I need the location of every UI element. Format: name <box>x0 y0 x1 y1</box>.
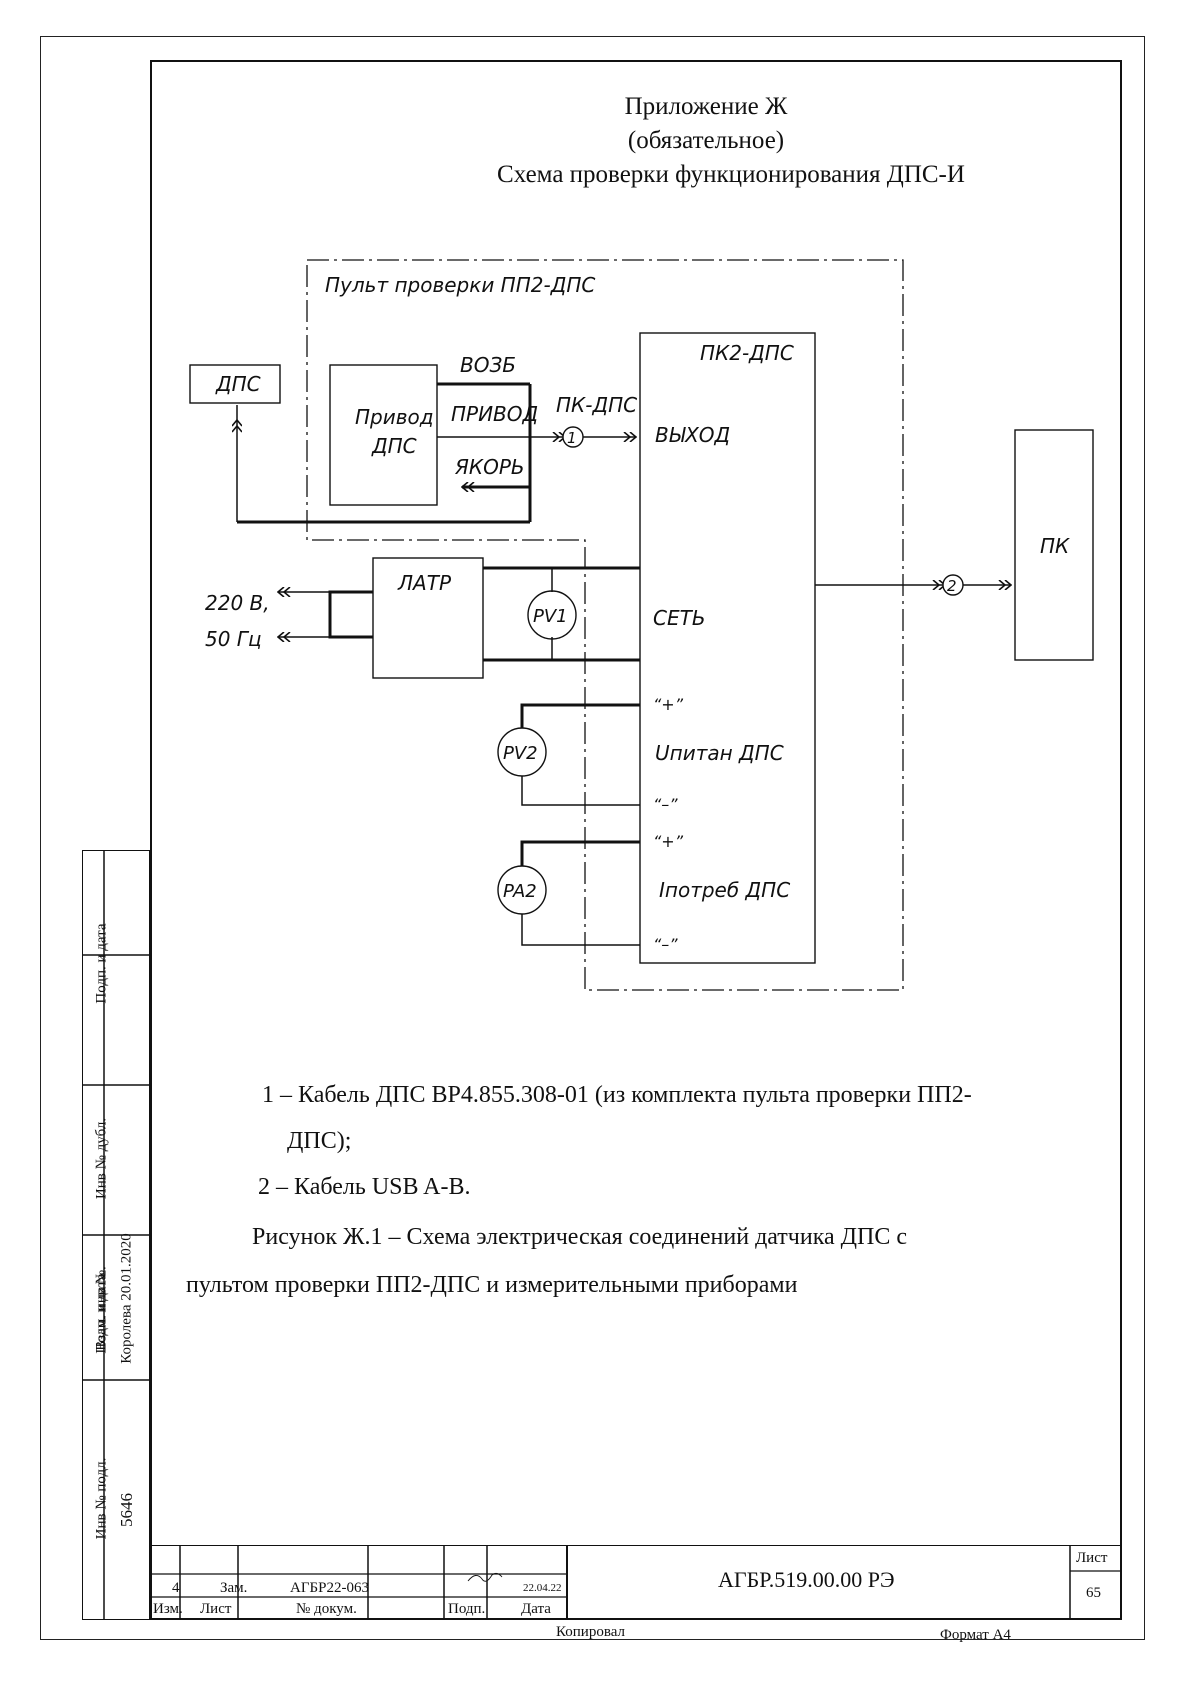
plus1-label: “+” <box>653 695 684 714</box>
outer-frame <box>40 36 1145 1640</box>
drive-box <box>329 364 438 506</box>
drive-label-1: Привод <box>355 405 434 429</box>
side-podp-data-2: Подп. и дата <box>93 1273 110 1354</box>
privod-label: ПРИВОД <box>451 402 538 426</box>
vozb-label: ВОЗБ <box>460 353 516 377</box>
pv1-meter <box>527 590 577 640</box>
cable2-number: 2 <box>947 577 957 595</box>
upitan-label: Uпитан ДПС <box>655 741 784 765</box>
wiring-diagram: Пульт проверки ПП2-ДПС ДПС Привод ДПС ВО… <box>189 259 1094 991</box>
pa2-label: PA2 <box>503 881 537 902</box>
minus1-label: “–” <box>653 795 678 814</box>
legend-item-1-line2: ДПС); <box>287 1128 352 1154</box>
side-inv-podl: Инв № подл. <box>93 1457 110 1540</box>
vyhod-label: ВЫХОД <box>655 423 730 447</box>
legend-item-1: 1 – Кабель ДПС ВР4.855.308-01 (из компле… <box>262 1080 1122 1156</box>
cable2-marker <box>942 574 964 596</box>
pv2-meter <box>497 727 547 777</box>
mains-label-1: 220 В, <box>205 591 270 615</box>
side-signature-note: Королева 20.01.2020 <box>118 1233 135 1364</box>
footer-format: Формат А4 <box>940 1627 1011 1643</box>
set-label: СЕТЬ <box>653 606 706 630</box>
pv2-label: PV2 <box>503 743 538 764</box>
tb-sheet-number: 65 <box>1086 1585 1101 1601</box>
pv1-label: PV1 <box>533 606 568 627</box>
yakor-label: ЯКОРЬ <box>454 455 525 479</box>
tb-col-list: Лист <box>200 1601 232 1617</box>
legend-item-2: 2 – Кабель USB A-B. <box>258 1174 471 1200</box>
console-label: Пульт проверки ПП2-ДПС <box>325 273 595 297</box>
side-stamp: Подп. и дата Инв № дубл. Взам. инв №. По… <box>82 850 150 1620</box>
ipotreb-label: Iпотреб ДПС <box>659 878 790 902</box>
pk-dps-label: ПК-ДПС <box>556 393 637 417</box>
cable1-marker <box>562 426 584 448</box>
appendix-status: (обязательное) <box>627 127 785 154</box>
pa2-meter <box>497 865 547 915</box>
mains-label-2: 50 Гц <box>205 627 262 651</box>
pk-label: ПК <box>1040 534 1070 558</box>
appendix-title: Приложение Ж <box>624 93 788 120</box>
footer-copied: Копировал <box>556 1624 625 1640</box>
tb-rev: 4 <box>172 1580 180 1596</box>
tb-sheet-label: Лист <box>1076 1550 1108 1566</box>
tb-date: 22.04.22 <box>523 1582 562 1594</box>
plus2-label: “+” <box>653 832 684 851</box>
tb-col-izm: Изм. <box>153 1601 183 1617</box>
tb-zam: Зам. <box>220 1580 248 1596</box>
latr-label: ЛАТР <box>397 571 452 595</box>
dps-label: ДПС <box>215 372 261 396</box>
pk2-label: ПК2-ДПС <box>700 341 794 365</box>
title-block <box>150 1545 1122 1620</box>
tb-col-podp: Подп. <box>448 1601 486 1617</box>
console-boundary <box>306 259 904 991</box>
legend-item-1-line1: 1 – Кабель ДПС ВР4.855.308-01 (из компле… <box>262 1082 972 1108</box>
tb-col-date: Дата <box>521 1601 551 1617</box>
side-inv-dubl: Инв № дубл. <box>93 1117 110 1200</box>
latr-box <box>372 557 484 679</box>
figure-caption-line2: пультом проверки ПП2-ДПС и измерительным… <box>186 1272 798 1298</box>
appendix-header: Приложение Ж (обязательное) Схема провер… <box>150 90 1122 192</box>
appendix-subtitle: Схема проверки функционирования ДПС-И <box>497 161 965 188</box>
minus2-label: “–” <box>653 935 678 954</box>
tb-col-doc: № докум. <box>296 1601 357 1617</box>
drive-label-2: ДПС <box>371 434 417 458</box>
pk-box <box>1014 429 1094 661</box>
figure-caption-line1: Рисунок Ж.1 – Схема электрическая соедин… <box>252 1224 908 1250</box>
inner-frame <box>150 60 1122 1620</box>
tb-designation: АГБР.519.00.00 РЭ <box>718 1567 895 1592</box>
pk2-box <box>639 332 816 964</box>
cable1-number: 1 <box>567 429 577 447</box>
side-inv-number: 5646 <box>117 1493 136 1527</box>
tb-doc-ref: АГБР22-063 <box>290 1580 369 1596</box>
dps-box <box>189 364 281 404</box>
